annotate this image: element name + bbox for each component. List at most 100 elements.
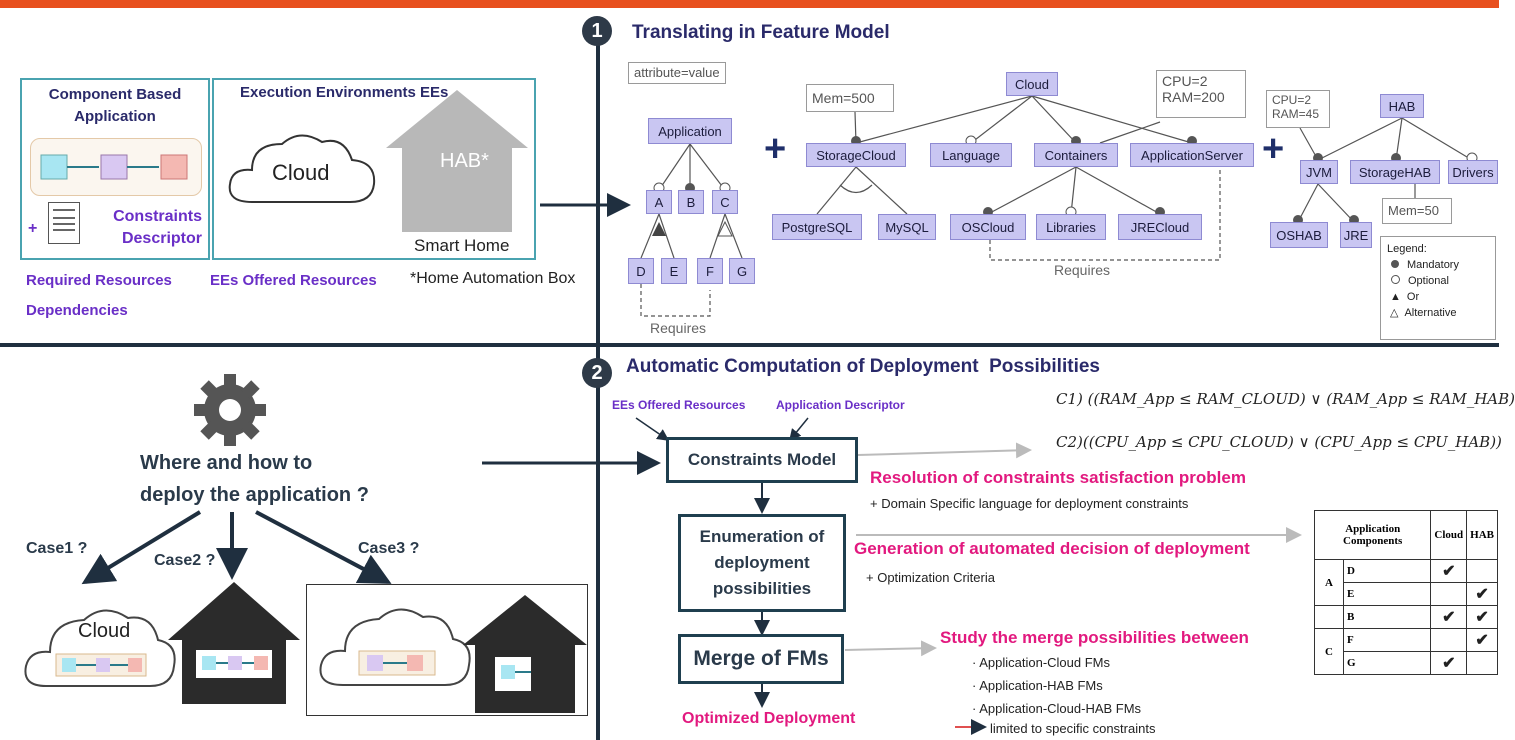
enumeration-line-1: Enumeration of bbox=[699, 527, 825, 546]
case2-house bbox=[166, 580, 302, 706]
limited-label: limited to specific constraints bbox=[990, 721, 1156, 736]
generation-label: Generation of automated decision of depl… bbox=[854, 539, 1250, 558]
case1-cloud-label: Cloud bbox=[78, 620, 131, 642]
header-hab: HAB bbox=[1466, 510, 1498, 560]
or-marker-icon: ▲ bbox=[1390, 291, 1401, 303]
fm-oshab: OSHAB bbox=[1270, 222, 1328, 248]
fm-feature-a: A bbox=[646, 190, 672, 214]
ees-offered-resources-input-label: EEs Offered Resources bbox=[612, 398, 746, 412]
group-c-cell: C bbox=[1314, 628, 1344, 675]
section2-title: Automatic Computation of Deployment Poss… bbox=[626, 356, 1100, 377]
fm-containers: Containers bbox=[1034, 143, 1118, 167]
cloud-cell: ✔ bbox=[1430, 651, 1468, 675]
study-merge-label: Study the merge possibilities between bbox=[940, 628, 1249, 647]
fm-cloud-cpu: CPU=2 bbox=[1162, 73, 1208, 89]
legend-mandatory: Mandatory bbox=[1387, 257, 1489, 273]
table-row: A D ✔ bbox=[1314, 559, 1498, 606]
dsl-label: + Domain Specific language for deploymen… bbox=[870, 496, 1189, 511]
component-cell: G bbox=[1342, 651, 1432, 675]
execution-environments-box bbox=[212, 78, 536, 260]
fm-storage-hab: StorageHAB bbox=[1350, 160, 1440, 184]
fm-feature-c: C bbox=[712, 190, 738, 214]
house-icon bbox=[382, 86, 532, 236]
fm-oscloud: OSCloud bbox=[950, 214, 1026, 240]
application-box-title: Component Based Application bbox=[48, 86, 182, 125]
optional-marker-icon bbox=[1391, 275, 1400, 284]
top-accent-bar bbox=[0, 0, 1499, 8]
hab-cell: ✔ bbox=[1466, 628, 1498, 652]
merge-option-1: · Application-Cloud FMs bbox=[972, 655, 1110, 670]
cloud-cell bbox=[1430, 628, 1468, 652]
legend-optional: Optional bbox=[1387, 273, 1489, 289]
optimization-criteria-label: + Optimization Criteria bbox=[866, 570, 995, 585]
fm-feature-g: G bbox=[729, 258, 755, 284]
fm-feature-e: E bbox=[661, 258, 687, 284]
component-cell: F bbox=[1342, 628, 1432, 652]
cloud-cell bbox=[1430, 582, 1468, 606]
fm-postgresql: PostgreSQL bbox=[772, 214, 862, 240]
fm-feature-b: B bbox=[678, 190, 704, 214]
hab-footnote: *Home Automation Box bbox=[410, 270, 576, 287]
alternative-marker-icon: △ bbox=[1390, 307, 1399, 319]
hab-cell bbox=[1466, 559, 1498, 583]
plus-sign: + bbox=[28, 220, 38, 237]
fm-application-server: ApplicationServer bbox=[1130, 143, 1254, 167]
fm-hab-ram: RAM=45 bbox=[1272, 107, 1320, 121]
legend-title: Legend: bbox=[1387, 243, 1427, 255]
fm-app-requires-label: Requires bbox=[650, 320, 707, 336]
enumeration-line-3: possibilities bbox=[712, 579, 812, 598]
fm-legend: Legend: Mandatory Optional ▲Or △Alternat… bbox=[1380, 236, 1496, 340]
hab-cell: ✔ bbox=[1466, 582, 1498, 606]
constraint-c1: C1) ((RAM_App ≤ RAM_CLOUD) ∨ (RAM_App ≤ … bbox=[1056, 390, 1515, 408]
fm-feature-f: F bbox=[697, 258, 723, 284]
group-empty-cell bbox=[1314, 605, 1344, 629]
fm-cloud-mem-attr: Mem=500 bbox=[806, 84, 894, 112]
enumeration-line-2: deployment bbox=[714, 553, 810, 572]
cloud-icon bbox=[222, 122, 382, 212]
cloud-cell: ✔ bbox=[1430, 605, 1468, 629]
component-cell: E bbox=[1342, 582, 1432, 606]
enumeration-box: Enumeration of deployment possibilities bbox=[678, 514, 846, 612]
fm-storage-cloud: StorageCloud bbox=[806, 143, 906, 167]
component-chain bbox=[30, 138, 202, 196]
dependencies-label: Dependencies bbox=[26, 302, 128, 319]
table-row: B ✔ ✔ bbox=[1314, 605, 1498, 629]
header-cloud: Cloud bbox=[1430, 510, 1468, 560]
section1-title: Translating in Feature Model bbox=[632, 22, 890, 43]
constraints-model-box: Constraints Model bbox=[666, 437, 858, 483]
fm-jrecloud: JRECloud bbox=[1118, 214, 1202, 240]
fm-jre: JRE bbox=[1340, 222, 1372, 248]
question-line-2: deploy the application ? bbox=[140, 484, 369, 506]
section1-number-badge: 1 bbox=[582, 16, 612, 46]
fm-hab-root: HAB bbox=[1380, 94, 1424, 118]
mandatory-marker-icon bbox=[1391, 260, 1399, 268]
fm-hab-cpu: CPU=2 bbox=[1272, 93, 1312, 107]
header-app-components: Application Components bbox=[1313, 510, 1432, 560]
resolution-label: Resolution of constraints satisfaction p… bbox=[870, 468, 1246, 487]
merge-option-2: · Application-HAB FMs bbox=[972, 678, 1103, 693]
legend-or: ▲Or bbox=[1390, 291, 1420, 303]
section2-number-badge: 2 bbox=[582, 358, 612, 388]
hab-cell bbox=[1466, 651, 1498, 675]
fm-cloud-ram: RAM=200 bbox=[1162, 89, 1225, 105]
case2-label: Case2 ? bbox=[154, 552, 216, 569]
fm-libraries: Libraries bbox=[1036, 214, 1106, 240]
table-row: C F ✔ bbox=[1314, 628, 1498, 675]
required-resources-label: Required Resources bbox=[26, 272, 172, 289]
case3-frame bbox=[306, 584, 588, 716]
case3-label: Case3 ? bbox=[358, 540, 420, 557]
application-box bbox=[20, 78, 210, 260]
table-row: G ✔ bbox=[1315, 651, 1498, 675]
merge-of-fms-box: Merge of FMs bbox=[678, 634, 844, 684]
group-a-cell: A bbox=[1314, 559, 1344, 606]
plus-icon-2: + bbox=[1262, 128, 1285, 170]
table-header-row: Application Components Cloud HAB bbox=[1313, 510, 1498, 560]
fm-language: Language bbox=[930, 143, 1012, 167]
fm-drivers: Drivers bbox=[1448, 160, 1498, 184]
legend-alternative: △Alternative bbox=[1390, 307, 1457, 319]
attribute-value-box: attribute=value bbox=[628, 62, 726, 84]
smart-home-label: Smart Home bbox=[414, 236, 510, 255]
component-cell: D bbox=[1342, 559, 1432, 583]
deployment-decision-table: Application Components Cloud HAB A D ✔ E… bbox=[1313, 510, 1498, 675]
hab-cell: ✔ bbox=[1466, 605, 1498, 629]
